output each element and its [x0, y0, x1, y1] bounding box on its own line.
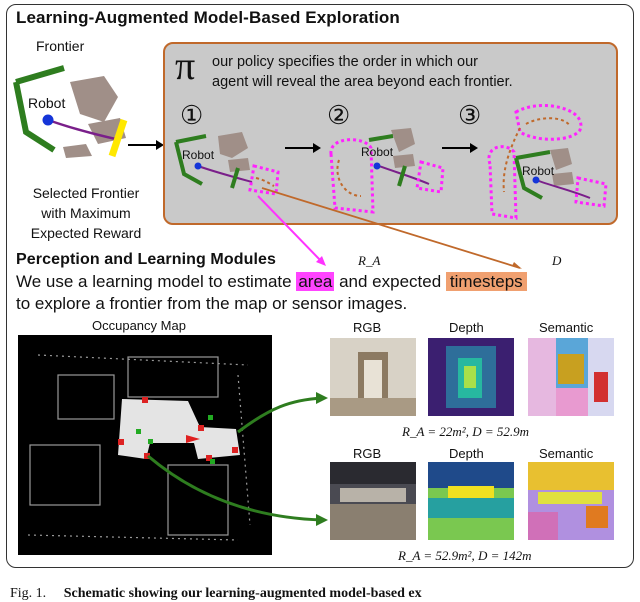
- step-3-marker: ③: [458, 100, 482, 130]
- step-2-diagram: [329, 128, 445, 214]
- timesteps-highlight: timesteps: [445, 272, 527, 291]
- caption-line: Selected Frontier: [32, 185, 140, 201]
- step-2-marker: ②: [327, 100, 351, 130]
- figure-caption: Fig. 1. Schematic showing our learning-a…: [10, 586, 422, 602]
- frontier-line: [15, 65, 65, 85]
- arrow-to-policy: [128, 140, 164, 150]
- rgb-label-1: RGB: [353, 320, 382, 335]
- step-3-robot-label: Robot: [522, 164, 555, 178]
- robot-label: Robot: [28, 95, 66, 111]
- step-1-marker: ①: [180, 100, 204, 130]
- depth-label-1: Depth: [449, 320, 484, 335]
- semantic-image-1: [528, 338, 614, 416]
- perception-line-1: We use a learning model to estimate area…: [16, 272, 527, 292]
- robot-arrow: [186, 435, 200, 443]
- perception-title: Perception and Learning Modules: [16, 251, 277, 268]
- obstacle-shape: [63, 144, 92, 158]
- result-row-1: R_A = 22m², D = 52.9m: [402, 424, 530, 439]
- step-arrow: [285, 143, 321, 153]
- step-3-diagram: [487, 104, 608, 220]
- d-symbol: D: [552, 253, 562, 268]
- perception-line-2: to explore a frontier from the map or se…: [16, 294, 408, 313]
- occupancy-map: [18, 335, 272, 555]
- depth-image-2: [428, 462, 514, 540]
- caption-text: Schematic showing our learning-augmented…: [63, 586, 422, 601]
- page-title: Learning-Augmented Model-Based Explorati…: [16, 8, 400, 27]
- semantic-image-2: [528, 462, 614, 540]
- step-1-robot-label: Robot: [182, 148, 215, 162]
- caption-line: with Maximum: [41, 205, 131, 221]
- depth-label-2: Depth: [449, 446, 484, 461]
- caption-line: Expected Reward: [30, 225, 142, 241]
- policy-line: agent will reveal the area beyond each f…: [212, 74, 513, 90]
- step-2-robot-label: Robot: [361, 145, 394, 159]
- ra-symbol: R_A: [358, 253, 381, 268]
- step-arrow: [442, 143, 478, 153]
- caption-fig-label: Fig. 1.: [10, 586, 47, 601]
- depth-image-1: [428, 338, 514, 416]
- area-highlight: area: [296, 272, 335, 291]
- obstacle-shape: [70, 76, 118, 122]
- frontier-line: [13, 81, 56, 153]
- result-row-2: R_A = 52.9m², D = 142m: [398, 548, 532, 563]
- left-map-diagram: [13, 65, 128, 158]
- figure-frame: [6, 4, 634, 568]
- robot-path: [47, 118, 121, 142]
- frontier-label: Frontier: [36, 38, 85, 54]
- robot-dot: [42, 114, 54, 126]
- text-segment: We use a learning model to estimate: [16, 272, 297, 291]
- rgb-image-2: [330, 462, 416, 540]
- semantic-label-1: Semantic: [539, 320, 594, 335]
- step-1-diagram: [174, 132, 280, 196]
- rgb-label-2: RGB: [353, 446, 382, 461]
- occupancy-map-drawing: [27, 354, 251, 541]
- selected-frontier: [108, 118, 128, 158]
- semantic-label-2: Semantic: [539, 446, 594, 461]
- text-segment: and expected: [334, 272, 446, 291]
- policy-description: our policy specifies the order in which …: [212, 52, 513, 92]
- pi-symbol: π: [175, 43, 196, 88]
- rgb-image-1: [330, 338, 416, 416]
- map-title: Occupancy Map: [92, 318, 186, 333]
- selected-frontier-caption: Selected Frontier with Maximum Expected …: [16, 183, 156, 243]
- policy-line: our policy specifies the order in which …: [212, 54, 478, 70]
